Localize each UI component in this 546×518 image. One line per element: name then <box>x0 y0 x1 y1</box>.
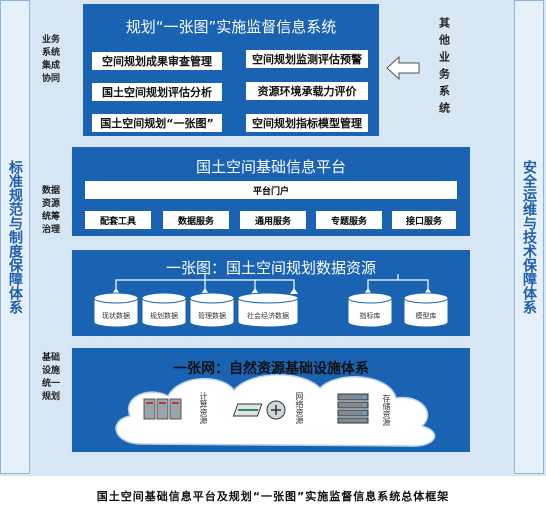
platform-portal: 平台门户 <box>85 181 457 199</box>
monitor-item: 资源环境承载力评价 <box>246 82 368 100</box>
security-system-bar: 安全运维与技术保障体系 <box>514 0 544 474</box>
monitor-item: 空间规划监测评估预警 <box>246 50 368 68</box>
network-title: 一张网：自然资源基础设施体系 <box>173 361 369 377</box>
database-icon <box>141 292 187 328</box>
database-icon <box>403 292 449 328</box>
network-item-label: 存储资源 <box>382 394 391 426</box>
platform-service: 配套工具 <box>85 211 151 229</box>
server-icon <box>143 398 182 420</box>
platform-service: 接口服务 <box>392 211 456 229</box>
database-icon <box>347 292 393 328</box>
other-systems-box: 其他业务系统 <box>420 0 468 135</box>
other-systems-label: 其他业务系统 <box>437 16 451 119</box>
data-resources-title: 一张图：国土空间规划数据资源 <box>165 259 376 277</box>
database-icon <box>93 292 139 328</box>
platform-title: 国土空间基础信息平台 <box>195 158 346 176</box>
layer-label-infra: 基础设施统一规划 <box>42 353 61 402</box>
monitor-system-title: 规划“一张图”实施监督信息系统 <box>125 18 337 36</box>
router-icon <box>232 400 286 420</box>
network-item-label: 网络资源 <box>295 392 304 424</box>
database-icon <box>237 292 299 328</box>
security-system-label: 安全运维与技术保障体系 <box>521 160 537 314</box>
platform-service: 专题服务 <box>316 211 382 229</box>
db-label: 管理数据 <box>198 311 226 320</box>
network-item-label: 计算资源 <box>199 392 208 424</box>
db-label: 社会经济数据 <box>247 311 289 320</box>
monitor-item: 空间规划成果审查管理 <box>92 52 222 70</box>
monitor-item: 国土空间规划“一张图” <box>92 114 222 132</box>
standards-system-label: 标准规范与制度保障体系 <box>7 160 23 314</box>
figure-caption: 国土空间基础信息平台及规划“一张图”实施监督信息系统总体框架 <box>96 490 450 503</box>
db-label: 指标库 <box>360 311 381 320</box>
platform-service: 数据服务 <box>163 211 229 229</box>
db-label: 规划数据 <box>150 311 178 320</box>
monitor-item: 空间规划指标模型管理 <box>246 114 368 132</box>
platform-service: 通用服务 <box>240 211 306 229</box>
database-icon <box>189 292 235 328</box>
storage-icon <box>337 393 369 424</box>
db-label: 现状数据 <box>102 311 130 320</box>
monitor-item: 国土空间规划评估分析 <box>92 83 222 101</box>
integration-arrow-icon <box>386 55 420 81</box>
layer-label-data: 数据资源统筹治理 <box>42 186 61 235</box>
standards-system-bar: 标准规范与制度保障体系 <box>0 0 30 474</box>
db-label: 模型库 <box>416 311 437 320</box>
layer-label-business: 业务系统集成协同 <box>42 35 61 84</box>
database-group: 现状数据 规划数据 管理数据 社会经济数据 指标库 模型库 <box>93 274 449 328</box>
